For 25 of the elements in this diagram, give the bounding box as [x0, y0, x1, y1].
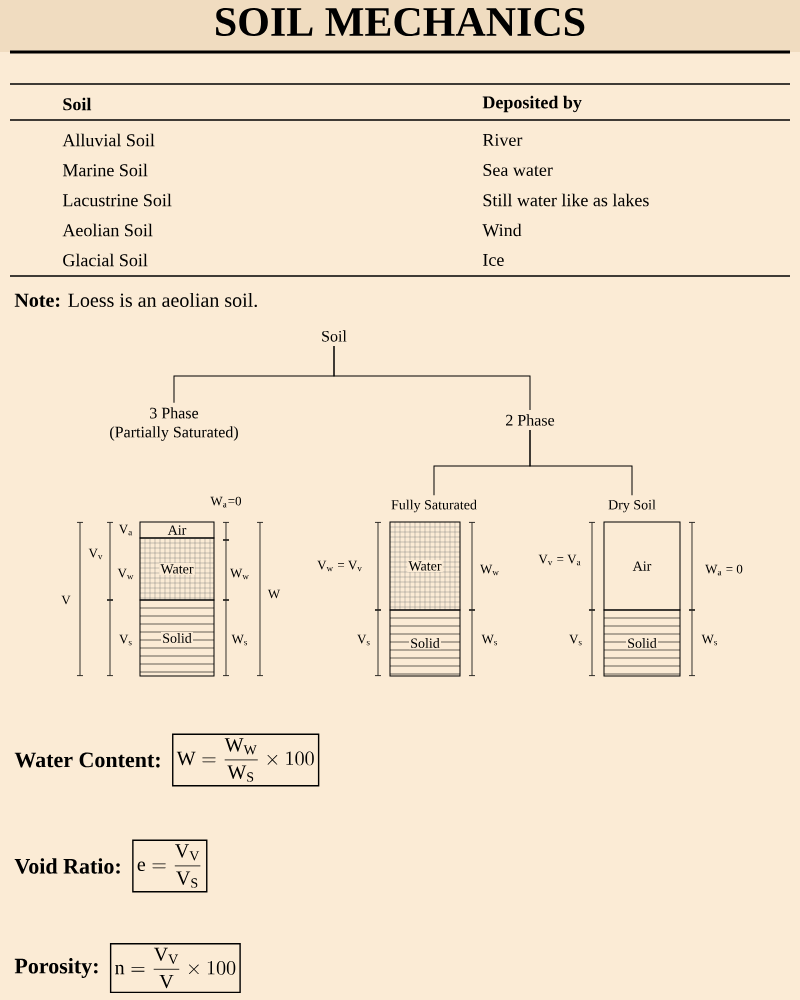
- formula-heading: Water Content:: [14, 752, 160, 768]
- table-cell: Alluvial Soil: [62, 133, 155, 147]
- table-cell: River: [482, 133, 523, 147]
- formula-heading: Void Ratio:: [14, 858, 120, 874]
- formula-box: $\mathrm{e} = \frac{\mathrm{V_V}}{\mathrm{V_S}}$: [132, 839, 208, 893]
- table-cell: Aeolian Soil: [62, 223, 153, 237]
- formula-box: $\mathrm{n} = \frac{\mathrm{V_V}}{\mathrm{V}} \times 100$: [109, 942, 241, 994]
- connector-line: [529, 429, 633, 496]
- table-cell: Ice: [483, 254, 504, 266]
- table-cell: Sea water: [483, 163, 553, 177]
- formula-heading: Porosity:: [14, 958, 98, 978]
- table-cell: Still water like as lakes: [483, 193, 649, 207]
- table-cell: Glacial Soil: [63, 253, 148, 267]
- table-header: Deposited by: [482, 95, 582, 113]
- title-band: SOIL MECHANICS: [0, 0, 800, 54]
- connector-line: [333, 345, 531, 411]
- table-header: Soil: [63, 97, 92, 111]
- formula-box: $\mathrm{W} = \frac{\mathrm{W_W}}{\mathrm{W_S}} \times 100$: [172, 733, 320, 787]
- note-text: Note: Loess is an aeolian soil.: [14, 292, 257, 308]
- table-cell: Marine Soil: [62, 163, 148, 177]
- tree-label: Soil: [322, 330, 347, 342]
- table-cell: Lacustrine Soil: [62, 193, 172, 207]
- table-cell: Wind: [482, 223, 522, 237]
- tree-label: 2 Phase: [506, 414, 555, 426]
- tree-label: 3 Phase (Partially Saturated): [110, 407, 238, 441]
